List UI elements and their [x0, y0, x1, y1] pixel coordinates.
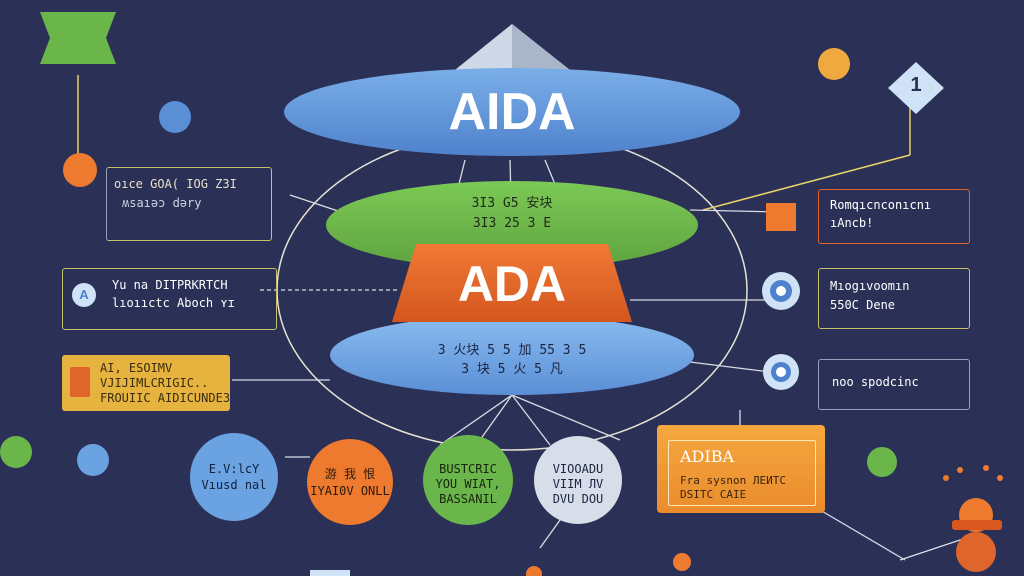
orange-card-title: ADIBA — [680, 447, 735, 466]
left-label-box-2 — [62, 268, 277, 330]
circle-3-line1: BUSTCRIC — [439, 462, 497, 476]
left-label-1-line1: oıce GOA( IOG Z3I — [114, 177, 237, 191]
circle-2-line1: 游 我 恨 — [324, 467, 376, 481]
doc-icon — [70, 367, 90, 397]
right-label-box-1 — [818, 189, 970, 244]
info-badge-icon: A — [72, 283, 96, 307]
circle-2-line2: IYAI0V ONLL — [310, 484, 390, 498]
orange-dot-bottom — [673, 553, 691, 571]
right-label-box-3 — [818, 359, 970, 410]
target-icon-2 — [763, 354, 799, 390]
right-label-box-2 — [818, 268, 970, 329]
circle-green — [423, 435, 513, 525]
left-label-1-line2: ʍsaıəɔ dəry — [122, 196, 202, 210]
yellow-dot — [818, 48, 850, 80]
blue-layer-line1: 3 火块 5 5 加 55 3 5 — [437, 343, 587, 358]
left-label-2-line2: lıoııctc Aboch ʏɪ — [112, 296, 235, 310]
blue-layer-line2: 3 块 5 火 5 凡 — [461, 362, 563, 377]
green-layer-line1: 3I3 G5 安块 — [471, 196, 553, 211]
top-ellipse — [284, 68, 740, 156]
character-icon — [943, 465, 1003, 572]
right-label-1-line2: ıAncb! — [830, 216, 874, 230]
circle-3-line3: BASSANIL — [439, 492, 497, 506]
left-label-box-1 — [106, 167, 272, 241]
orange-dot — [63, 153, 97, 187]
top-title: AIDA — [448, 83, 576, 141]
target-icon-1 — [762, 272, 800, 310]
right-label-3-line1: noo spodcinc — [832, 375, 919, 389]
orange-card-line2: DSITC CAIE — [680, 488, 747, 501]
blue-dot — [159, 101, 191, 133]
badge-number: 1 — [910, 74, 922, 96]
orange-card — [657, 425, 825, 513]
light-blue-dot — [77, 444, 109, 476]
left-label-3-line2: VJIJIMLCRIGIC.. — [100, 376, 209, 390]
orange-trapezoid — [392, 244, 632, 322]
left-label-box-3 — [62, 355, 230, 411]
circle-light-blue — [190, 433, 278, 521]
orange-square-icon — [766, 203, 796, 231]
green-dot — [0, 436, 32, 468]
left-label-3-line3: FROUIIC AIDICUNDE3 — [100, 391, 231, 405]
right-label-2-line1: Mıogıvoomın — [830, 279, 910, 293]
circle-3-line2: YOU WIAT, — [435, 477, 501, 491]
circle-1-line1: E.V:lcY — [208, 462, 260, 476]
green-dot-right — [867, 447, 897, 477]
badge-diamond — [888, 62, 944, 114]
orange-card-line1: Fra sysnon ЛЕИТC — [680, 474, 786, 487]
right-label-2-line2: 550C Dene — [830, 298, 896, 312]
left-label-3-line1: AI, ESOIMV — [100, 361, 173, 375]
green-layer-line2: 3I3 25 3 E — [472, 216, 552, 231]
circle-1-line2: Vıusd nal — [201, 478, 267, 492]
circle-4-line3: DVU DOU — [552, 492, 604, 506]
circle-orange — [307, 439, 393, 525]
left-label-2-line1: Yu na DITPRKRTCH — [112, 278, 228, 292]
circle-4-line1: VIOOADU — [552, 462, 604, 476]
blue-layer — [330, 315, 694, 395]
right-label-1-line1: Romqıcnconıcnı — [830, 198, 932, 212]
middle-title: ADA — [457, 256, 567, 312]
circle-silver — [534, 436, 622, 524]
circle-4-line2: VIIM ЛV — [552, 477, 604, 491]
connector-lines — [77, 75, 911, 211]
green-banner — [40, 12, 116, 64]
